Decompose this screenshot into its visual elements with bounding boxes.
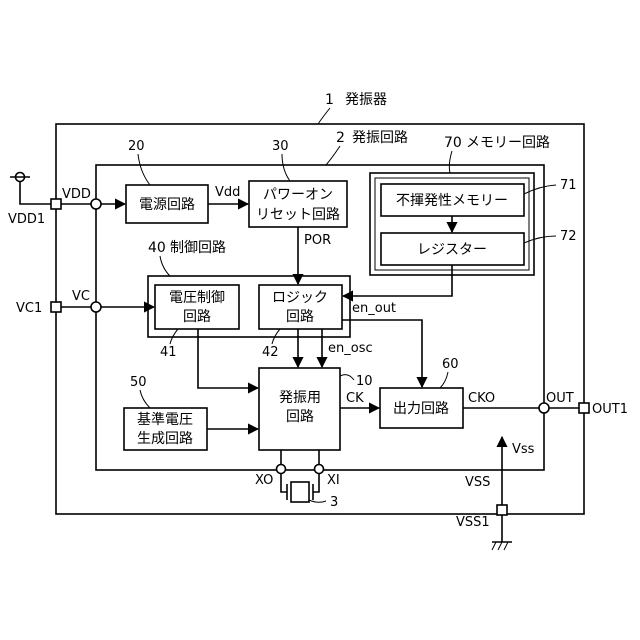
voltage-control-label-line1: 電圧制御 [169, 290, 225, 306]
voltage-control-to-osc-wire [198, 329, 258, 388]
control-circuit-leader [160, 256, 170, 276]
vdd-internal-label: Vdd [215, 185, 240, 200]
vss-supply-label: Vss [512, 442, 535, 457]
vdd-label: VDD [62, 187, 91, 202]
logic-ref: 42 [262, 345, 279, 360]
por-circuit-ref: 30 [272, 139, 289, 154]
xo-node [277, 465, 286, 474]
por-label: POR [304, 233, 331, 248]
ref-voltage-label-line2: 生成回路 [137, 431, 193, 447]
memory-circuit-leader [449, 151, 452, 173]
osc-block-label-line2: 回路 [286, 409, 314, 425]
vdd1-label: VDD1 [8, 212, 45, 227]
en-out-label: en_out [352, 301, 396, 316]
vc1-label: VC1 [16, 301, 42, 316]
por-circuit-leader [282, 154, 290, 181]
ref-voltage-leader [140, 390, 150, 408]
voltage-control-ref: 41 [160, 345, 177, 360]
ground-icon [492, 542, 512, 550]
output-circuit-leader [440, 372, 448, 388]
por-circuit-label-line2: リセット回路 [256, 207, 340, 223]
register-label: レジスター [417, 242, 487, 258]
vss1-pin [497, 505, 507, 515]
voltage-control-label-line2: 回路 [183, 309, 211, 325]
logic-label-line1: ロジック [272, 290, 328, 306]
vss-label: VSS [465, 475, 490, 490]
osc-block-leader [340, 375, 354, 380]
output-circuit-ref: 60 [442, 357, 459, 372]
cko-label: CKO [468, 391, 495, 406]
logic-label-line2: 回路 [286, 309, 314, 325]
vc1-pin [51, 302, 61, 312]
xi-label: XI [327, 473, 340, 488]
xi-node [315, 465, 324, 474]
xo-crystal-lead [281, 474, 287, 492]
oscillator-circuit-name: 発振回路 [352, 130, 408, 146]
memory-circuit-ref: 70 [444, 135, 462, 151]
oscillator-circuit-ref: 2 [336, 130, 345, 146]
ref-voltage-ref: 50 [130, 375, 147, 390]
osc-block-ref: 10 [356, 374, 373, 389]
memory-circuit-name: メモリー回路 [466, 135, 550, 151]
power-circuit-ref: 20 [128, 139, 145, 154]
nvm-ref: 71 [560, 178, 577, 193]
nvm-label: 不揮発性メモリー [396, 193, 508, 209]
oscillator-name: 発振器 [345, 92, 387, 108]
vdd1-pin [51, 199, 61, 209]
vc-label: VC [72, 289, 90, 304]
register-ref: 72 [560, 229, 577, 244]
out1-pin [579, 403, 589, 413]
crystal-leader [309, 500, 326, 502]
por-circuit-label-line1: パワーオン [263, 187, 333, 203]
oscillator-ref: 1 [325, 92, 334, 108]
osc-block-label-line1: 発振用 [279, 390, 321, 406]
oscillator-leader [318, 108, 330, 124]
ref-voltage-label-line1: 基準電圧 [137, 411, 193, 428]
ck-label: CK [346, 391, 364, 406]
control-circuit-ref: 40 [148, 240, 166, 256]
power-circuit-label: 電源回路 [139, 197, 195, 213]
output-circuit-label: 出力回路 [393, 401, 449, 417]
out1-label: OUT1 [592, 402, 628, 417]
vdd-node [91, 199, 101, 209]
oscillator-circuit-leader [326, 146, 340, 165]
xi-crystal-lead [313, 474, 319, 492]
control-circuit-name: 制御回路 [170, 240, 226, 256]
crystal-ref: 3 [330, 495, 338, 510]
out-label: OUT [546, 391, 574, 406]
en-osc-label: en_osc [328, 341, 373, 356]
power-circuit-leader [138, 154, 150, 185]
vdd1-wire [20, 181, 51, 204]
vc-node [91, 302, 101, 312]
vss1-label: VSS1 [456, 515, 490, 530]
xo-label: XO [255, 473, 273, 488]
crystal-body [291, 482, 309, 502]
